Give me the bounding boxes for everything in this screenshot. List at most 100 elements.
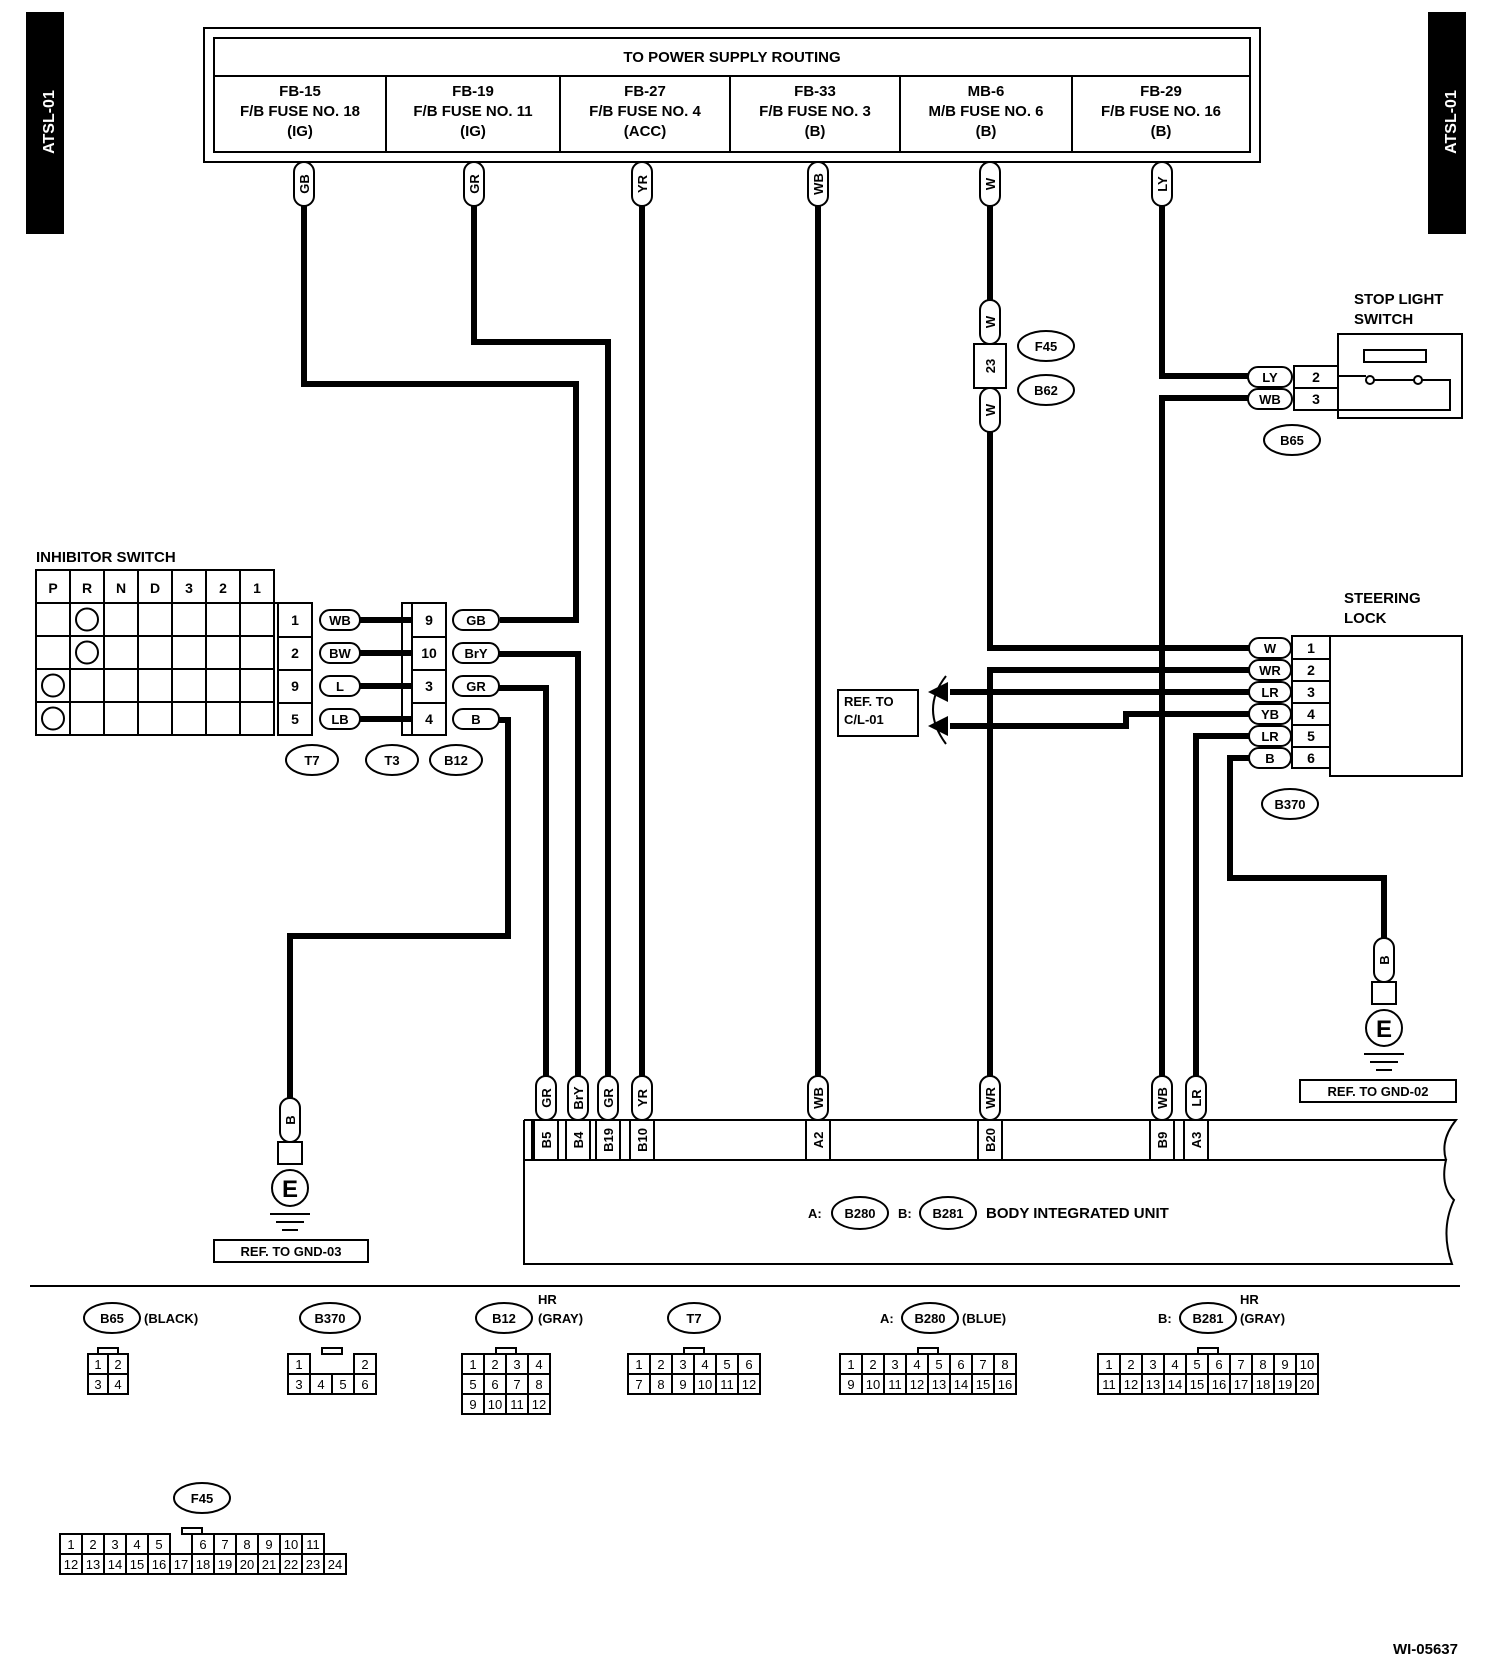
legend-b280: B280: [901, 1302, 959, 1334]
legend-pin: 10: [698, 1377, 712, 1392]
ground-right-wire: B: [1377, 955, 1392, 964]
biu-wire-text: LR: [1189, 1089, 1204, 1107]
legend-b281-text: B281: [1192, 1311, 1223, 1326]
biu-wire-text: GR: [601, 1088, 616, 1108]
power-col-mode: (B): [1151, 123, 1172, 140]
power-supply-box: TO POWER SUPPLY ROUTING FB-15F/B FUSE NO…: [203, 27, 1261, 163]
legend-pin: 12: [1124, 1377, 1138, 1392]
biu-connector-b281: B281: [932, 1206, 963, 1221]
biu-wire: WR: [979, 1075, 1001, 1121]
legend-b12-note: (GRAY): [538, 1311, 583, 1326]
power-col-fuse: F/B FUSE NO. 16: [1101, 103, 1221, 120]
inhibitor-position: D: [150, 580, 160, 596]
legend-pin: 13: [1146, 1377, 1160, 1392]
steering-wire-text: WR: [1259, 663, 1281, 678]
ground-right-symbol: E: [1376, 1016, 1392, 1043]
legend-pin: 12: [742, 1377, 756, 1392]
power-wire-label-text: W: [983, 177, 998, 190]
inhibitor-connector: T3: [365, 744, 419, 776]
ground-left-wire: B: [283, 1115, 298, 1124]
steering-wire: B: [1248, 747, 1292, 769]
inline-wire-top: W: [983, 315, 998, 328]
legend-pin: 6: [957, 1357, 964, 1372]
legend-pin: 17: [174, 1557, 188, 1572]
steering-wire: LR: [1248, 681, 1292, 703]
b12-pin: 10: [421, 645, 437, 661]
power-col-mode: (IG): [287, 123, 313, 140]
inline-wire-bottom: W: [983, 403, 998, 416]
biu-wire: GR: [535, 1075, 557, 1121]
inline-pin: 23: [983, 359, 998, 373]
inhibitor-connector-text: B12: [444, 753, 468, 768]
tag-left: ATSL-01: [26, 12, 64, 234]
stop-light-title1: STOP LIGHT: [1354, 291, 1443, 308]
power-col-fuse: F/B FUSE NO. 4: [589, 103, 701, 120]
legend-pin: 4: [913, 1357, 920, 1372]
steering-wire: W: [1248, 637, 1292, 659]
legend-pin: 6: [199, 1537, 206, 1552]
biu-terminal: A2: [811, 1132, 826, 1149]
legend-pin: 2: [869, 1357, 876, 1372]
biu-name: BODY INTEGRATED UNIT: [986, 1205, 1169, 1222]
t7-wire-text: BW: [329, 646, 351, 661]
legend-pin: 1: [847, 1357, 854, 1372]
legend-t7: T7: [667, 1302, 721, 1334]
power-wire-label: GR: [463, 161, 485, 207]
legend-b370-text: B370: [314, 1311, 345, 1326]
biu-b-prefix: B:: [898, 1206, 912, 1221]
biu-terminal: B5: [539, 1132, 554, 1149]
legend-pin: 4: [114, 1377, 121, 1392]
legend-pin: 22: [284, 1557, 298, 1572]
power-col-source: FB-29: [1140, 83, 1182, 100]
legend-pin: 4: [133, 1537, 140, 1552]
power-wire-label: YR: [631, 161, 653, 207]
inline-connector-f45-b62: W 23 W F45 B62: [973, 299, 1075, 433]
tag-left-text: ATSL-01: [41, 90, 58, 154]
legend-pin: 5: [723, 1357, 730, 1372]
legend-pin: 20: [1300, 1377, 1314, 1392]
legend-pin: 15: [976, 1377, 990, 1392]
legend-pin: 17: [1234, 1377, 1248, 1392]
b12-pin: 3: [425, 678, 433, 694]
b12-wire: GR: [452, 675, 500, 697]
biu-wire: WB: [1151, 1075, 1173, 1121]
power-col-fuse: F/B FUSE NO. 18: [240, 103, 360, 120]
power-col-source: MB-6: [968, 83, 1005, 100]
legend-pin: 11: [1102, 1377, 1116, 1392]
steering-pin: 6: [1307, 750, 1315, 766]
power-col-source: FB-19: [452, 83, 494, 100]
arrow-icon: [928, 716, 948, 736]
ground-right: B E REF. TO GND-02: [1299, 937, 1457, 1103]
legend-pin: 3: [891, 1357, 898, 1372]
legend-pin: 14: [954, 1377, 968, 1392]
legend-pin: 1: [94, 1357, 101, 1372]
t7-pin: 2: [291, 645, 299, 661]
continuity-mark: [75, 607, 99, 632]
legend-pin: 5: [1193, 1357, 1200, 1372]
inhibitor-connector: T7: [285, 744, 339, 776]
continuity-mark: [41, 706, 65, 731]
legend-pin: 7: [1237, 1357, 1244, 1372]
stop-light-pin: 2: [1312, 369, 1320, 385]
legend-pin: 1: [295, 1357, 302, 1372]
biu-terminal: B10: [635, 1128, 650, 1152]
power-col-source: FB-15: [279, 83, 321, 100]
b12-wire: GB: [452, 609, 500, 631]
steering-pin: 2: [1307, 662, 1315, 678]
biu-terminal: B20: [983, 1128, 998, 1152]
b12-wire-text: GB: [466, 613, 486, 628]
t7-wire: L: [319, 675, 361, 697]
ground-left-symbol: E: [282, 1176, 298, 1203]
power-wire-label-text: WB: [811, 173, 826, 195]
legend-pin: 11: [720, 1377, 734, 1392]
legend-pin: 13: [932, 1377, 946, 1392]
legend-b65-note: (BLACK): [144, 1311, 198, 1326]
legend-pin: 24: [328, 1557, 342, 1572]
tag-right-text: ATSL-01: [1443, 90, 1460, 154]
ground-right-ref: REF. TO GND-02: [1328, 1084, 1429, 1099]
stop-light-wire-text: LY: [1262, 370, 1278, 385]
